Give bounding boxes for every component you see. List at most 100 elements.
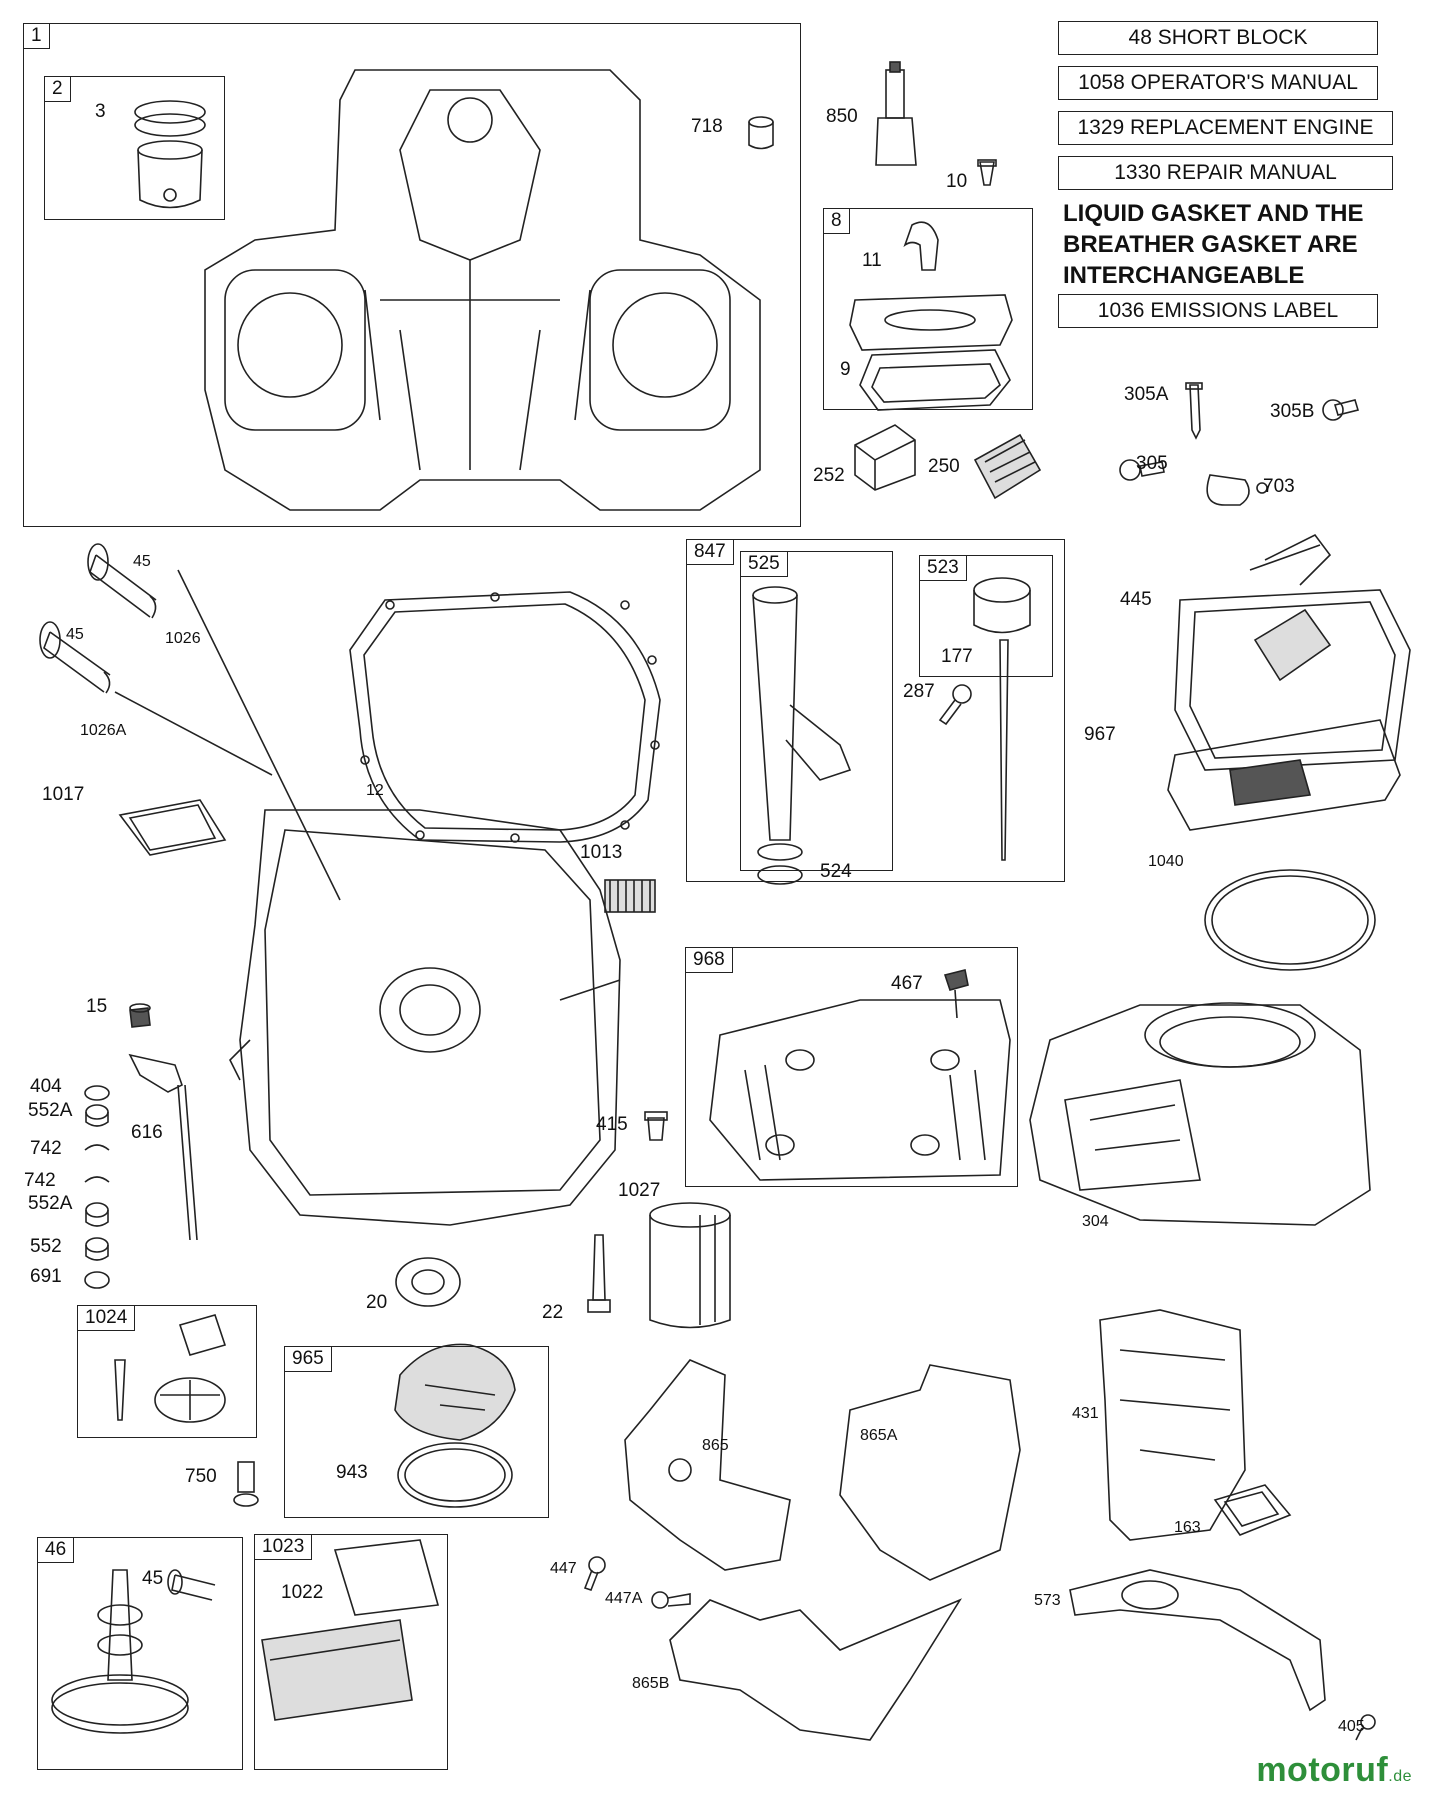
part-label: 12 (366, 782, 384, 799)
part-label: 1027 (618, 1180, 661, 1201)
part-label: 305B (1270, 401, 1315, 422)
part-label: 850 (826, 106, 858, 127)
note-short-block: 48 SHORT BLOCK (1058, 21, 1378, 55)
part-label: 177 (941, 646, 973, 667)
part-label: 45 (142, 1568, 164, 1589)
note-replacement-engine: 1329 REPLACEMENT ENGINE (1058, 111, 1393, 145)
gasket-note: LIQUID GASKET AND THE BREATHER GASKET AR… (1063, 200, 1364, 289)
part-label: 405 (1338, 1718, 1365, 1735)
part-label: 552A (28, 1193, 73, 1214)
sealant-tube-drawing (875, 61, 917, 166)
box-number: 1024 (78, 1306, 136, 1331)
oil-pump-drawing (114, 1314, 227, 1423)
part-label: 305A (1124, 384, 1169, 405)
heat-shield-drawing (624, 1359, 1021, 1741)
part-label: 967 (1084, 724, 1116, 745)
box-number: 965 (285, 1347, 332, 1372)
part-label: 1040 (1148, 853, 1184, 870)
box-number: 46 (38, 1538, 75, 1563)
box-oil-pump-1024: 1024 (77, 1305, 257, 1438)
dipstick-tube-drawing (752, 586, 852, 885)
part-label: 943 (336, 1462, 368, 1483)
part-label: 1026 (165, 630, 201, 647)
pump-cover-drawing (394, 1343, 516, 1508)
box-number: 523 (920, 556, 967, 581)
part-label: 742 (24, 1170, 56, 1191)
dipstick-drawing (973, 577, 1031, 861)
part-label: 287 (903, 681, 935, 702)
brand-logo: motoruf.de (1256, 1751, 1412, 1790)
part-label: 703 (1263, 476, 1295, 497)
part-label: 305 (1136, 453, 1168, 474)
part-label: 865B (632, 1675, 670, 1692)
part-label: 1017 (42, 784, 85, 805)
part-label: 1026A (80, 722, 127, 739)
part-label: 9 (840, 359, 851, 380)
rocker-cover-drawing (261, 1539, 440, 1721)
box-cylinder-block: 1 (23, 23, 801, 527)
box-number: 1 (24, 24, 50, 49)
camshaft-drawing (51, 1569, 216, 1734)
part-label: 447A (605, 1590, 643, 1607)
seal-drawing (134, 100, 206, 209)
valve-cover-drawing (709, 999, 1011, 1181)
part-label: 573 (1034, 1592, 1061, 1609)
part-label: 467 (891, 973, 923, 994)
oil-filter-drawing (649, 1202, 731, 1329)
box-camshaft-46: 46 (37, 1537, 243, 1770)
intake-bracket-drawing (1099, 1309, 1246, 1541)
breather-drawing (849, 221, 1013, 411)
part-label: 22 (542, 1302, 564, 1323)
box-valve-cover-968: 968 (685, 947, 1018, 1187)
part-label: 15 (86, 996, 108, 1017)
part-label: 447 (550, 1560, 577, 1577)
part-label: 250 (928, 456, 960, 477)
part-label: 404 (30, 1076, 62, 1097)
part-label: 3 (95, 101, 106, 122)
box-number: 847 (687, 540, 734, 565)
part-label: 718 (691, 116, 723, 137)
part-label: 1013 (580, 842, 623, 863)
cylinder-block-drawing (204, 69, 761, 511)
box-dipstick-847: 847 (686, 539, 1065, 882)
part-label: 552A (28, 1100, 73, 1121)
box-seal-2: 2 (44, 76, 225, 220)
part-label: 1022 (281, 1582, 324, 1603)
part-label: 742 (30, 1138, 62, 1159)
governor-shaft-drawing (84, 1053, 198, 1289)
part-label: 415 (596, 1114, 628, 1135)
blower-housing-drawing (1029, 1002, 1371, 1226)
box-breather-8: 8 (823, 208, 1033, 410)
crankcase-gasket-drawing (349, 591, 661, 843)
part-label: 304 (1082, 1213, 1109, 1230)
box-number: 2 (45, 77, 71, 102)
crankcase-cover-drawing (229, 809, 621, 1226)
part-label: 524 (820, 861, 852, 882)
box-rocker-1023: 1023 (254, 1534, 448, 1770)
part-label: 45 (66, 626, 84, 643)
box-number: 8 (824, 209, 850, 234)
part-label: 45 (133, 553, 151, 570)
part-label: 10 (946, 171, 968, 192)
box-cap-523: 523 (919, 555, 1053, 677)
box-pump-cover-965: 965 (284, 1346, 549, 1518)
part-label: 252 (813, 465, 845, 486)
cylinder-baffle-drawing (1069, 1569, 1326, 1712)
brand-domain: .de (1388, 1768, 1412, 1785)
part-label: 445 (1120, 589, 1152, 610)
pushrods-drawing (39, 543, 341, 901)
part-label: 691 (30, 1266, 62, 1287)
part-label: 163 (1174, 1519, 1201, 1536)
part-label: 552 (30, 1236, 62, 1257)
note-operators-manual: 1058 OPERATOR'S MANUAL (1058, 66, 1378, 100)
part-label: 865A (860, 1427, 898, 1444)
part-label: 20 (366, 1292, 388, 1313)
box-tube-525: 525 (740, 551, 893, 871)
box-number: 525 (741, 552, 788, 577)
box-number: 1023 (255, 1535, 313, 1560)
part-label: 616 (131, 1122, 163, 1143)
note-emissions-label: 1036 EMISSIONS LABEL (1058, 294, 1378, 328)
part-label: 865 (702, 1437, 729, 1454)
part-label: 750 (185, 1466, 217, 1487)
